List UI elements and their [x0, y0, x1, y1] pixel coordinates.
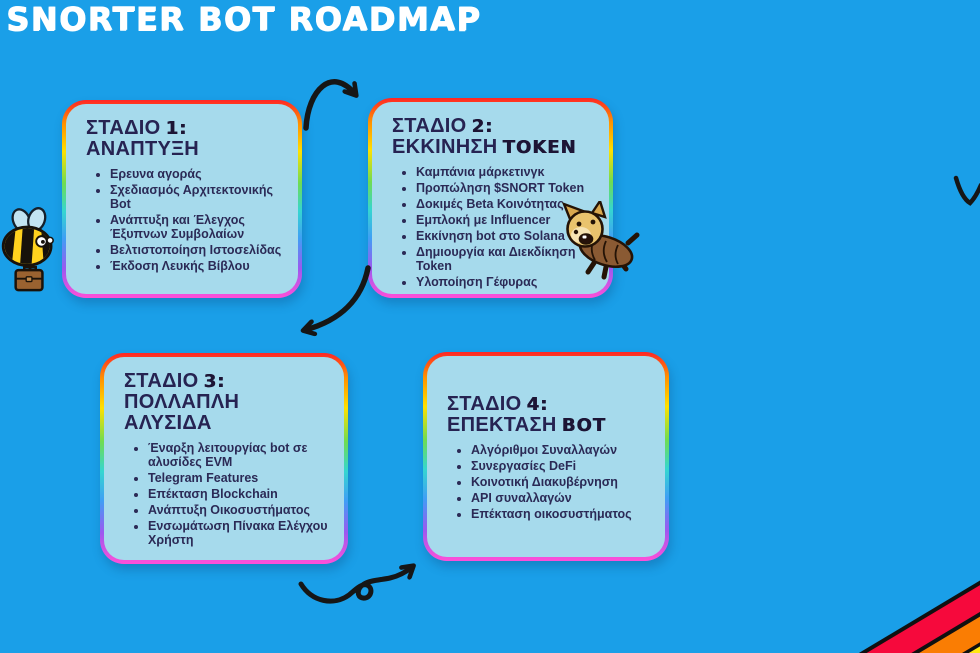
roadmap-item: Εκκίνηση bot στο Solana [416, 229, 598, 243]
stage-number: 2: [471, 116, 494, 137]
roadmap-item: Εμπλοκή με Influencer [416, 213, 598, 227]
roadmap-item: Επέκταση οικοσυστήματος [471, 507, 653, 521]
stage-title-accent: TOKEN [502, 137, 577, 158]
stage-word: ΣΤΑΔΙΟ [86, 117, 161, 139]
stage-number: 1: [165, 118, 188, 139]
arrow-fragment-icon [953, 175, 980, 206]
stage-2-items: Καμπάνια μάρκετινγκΠροπώληση $SNORT Toke… [392, 165, 598, 289]
roadmap-item: API συναλλαγών [471, 491, 653, 505]
rainbow-stripes-decoration [858, 580, 980, 653]
roadmap-item: Σχεδιασμός Αρχιτεκτονικής Bot [110, 183, 292, 211]
stage-4-items: Αλγόριθμοι ΣυναλλαγώνΣυνεργασίες DeFiΚοι… [447, 443, 653, 521]
roadmap-item: Βελτιστοποίηση Ιστοσελίδας [110, 243, 292, 257]
page-title: SNORTER BOT ROADMAP [6, 0, 482, 38]
stage-title: ΕΠΕΚΤΑΣΗ [447, 414, 557, 436]
roadmap-item: Έναρξη λειτουργίας bot σε αλυσίδες EVM [148, 441, 330, 469]
roadmap-item: Δοκιμές Beta Κοινότητας [416, 197, 598, 211]
roadmap-item: Ερευνα αγοράς [110, 167, 292, 181]
roadmap-item: Προπώληση $SNORT Token [416, 181, 598, 195]
stage-number: 4: [526, 394, 549, 415]
roadmap-item: Συνεργασίες DeFi [471, 459, 653, 473]
stage-3-items: Έναρξη λειτουργίας bot σε αλυσίδες EVM Te… [124, 441, 330, 547]
stage-1-items: Ερευνα αγοράςΣχεδιασμός Αρχιτεκτονικής B… [86, 167, 292, 273]
stage-title: ΠΟΛΛΑΠΛΗ ΑΛΥΣΙΔΑ [124, 391, 240, 434]
stage-word: ΣΤΑΔΙΟ [124, 370, 199, 392]
stage-title: ΑΝΑΠΤΥΞΗ [86, 138, 200, 160]
stage-number: 3: [203, 371, 226, 392]
stage-word: ΣΤΑΔΙΟ [392, 115, 467, 137]
loop-arrow-icon [298, 567, 412, 604]
roadmap-item: Επέκταση Blockchain [148, 487, 330, 501]
stage-word: ΣΤΑΔΙΟ [447, 393, 522, 415]
roadmap-item: Υλοποίηση Γέφυρας [416, 275, 598, 289]
stage-title: ΕΚΚΙΝΗΣΗ [392, 136, 498, 158]
roadmap-item: Αλγόριθμοι Συναλλαγών [471, 443, 653, 457]
roadmap-item: Ανάπτυξη και Έλεγχος Έξυπνων Συμβολαίων [110, 213, 292, 241]
roadmap-item: Ενσωμάτωση Πίνακα Ελέγχου Χρήστη [148, 519, 330, 547]
roadmap-item: Ανάπτυξη Οικοσυστήματος [148, 503, 330, 517]
roadmap-item: Telegram Features [148, 471, 330, 485]
briefcase-icon [14, 265, 44, 292]
roadmap-item: Δημιουργία και Διεκδίκηση Token [416, 245, 598, 273]
bee-with-briefcase-mascot-icon [1, 207, 54, 292]
doge-worm-mascot-icon [561, 201, 640, 280]
roadmap-item: Κοινοτική Διακυβέρνηση [471, 475, 653, 489]
curved-arrow-icon [303, 79, 355, 131]
roadmap-item: Καμπάνια μάρκετινγκ [416, 165, 598, 179]
roadmap-item: Έκδοση Λευκής Βίβλου [110, 259, 292, 273]
curved-arrow-icon [305, 265, 371, 330]
stage-title-accent: BOT [561, 415, 606, 436]
